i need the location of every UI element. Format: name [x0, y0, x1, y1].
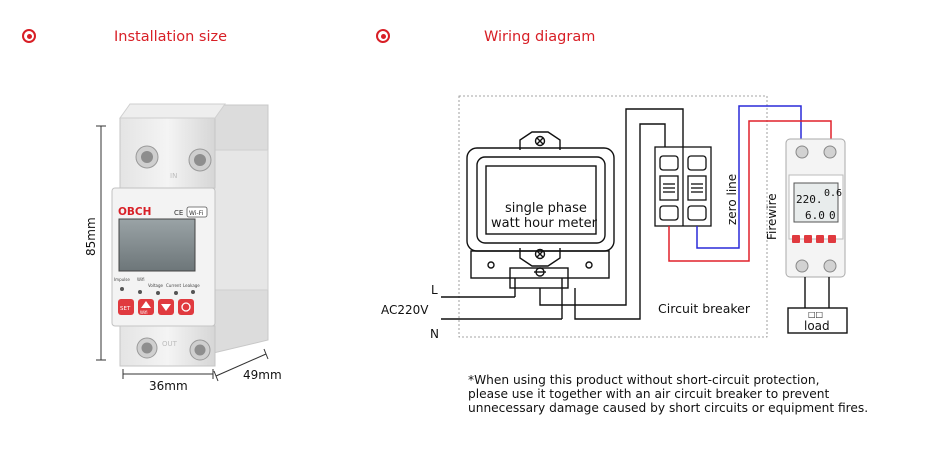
- note-line: *When using this product without short-c…: [468, 373, 820, 387]
- meter-label-line2: watt hour meter: [491, 216, 598, 231]
- zero-line-label: zero line: [725, 174, 739, 225]
- source-label: AC220V: [381, 303, 429, 317]
- safety-note: *When using this product without short-c…: [468, 373, 868, 415]
- power-icon: [181, 302, 191, 312]
- load-label: load: [804, 319, 830, 333]
- ce-mark: CE: [174, 209, 183, 217]
- meter-label-line1: single phase: [505, 201, 587, 216]
- wifi-badge: Wi-Fi: [189, 210, 204, 217]
- circuit-breaker: [654, 146, 712, 227]
- indicator-label: Current: [166, 283, 181, 288]
- set-button: [118, 299, 134, 315]
- watt-hour-meter: [466, 131, 615, 289]
- svg-text:Wifi: Wifi: [140, 310, 148, 315]
- terminal-in-label: IN: [170, 172, 177, 180]
- enclosure-boundary: [458, 95, 768, 338]
- power-button: [178, 299, 194, 315]
- wiring-diagram-title: Wiring diagram: [484, 29, 596, 45]
- mini-energy-meter: 220. 0.6 6.0 0: [785, 138, 846, 278]
- section-bullet-icon: [22, 29, 36, 43]
- mini-display-current: 0.6: [824, 188, 842, 199]
- svg-text:SET: SET: [120, 306, 131, 312]
- mini-display-power: 6.0: [805, 209, 825, 222]
- dimension-lines: [96, 125, 269, 382]
- down-triangle-icon: [161, 304, 171, 311]
- black-wires: [441, 108, 684, 320]
- load-wires: [787, 277, 848, 334]
- line-L-label: L: [431, 283, 438, 297]
- mini-display-leakage: 0: [829, 209, 836, 222]
- note-line: please use it together with an air circu…: [468, 387, 830, 401]
- indicator-label: Impulse: [114, 277, 130, 282]
- height-dimension-label: 85mm: [84, 217, 98, 256]
- section-bullet-icon: [376, 29, 390, 43]
- neutral-N-label: N: [430, 327, 439, 341]
- width-dimension-label: 36mm: [149, 379, 188, 393]
- circuit-breaker-label: Circuit breaker: [658, 301, 751, 316]
- brand-logo: OBCH: [118, 206, 151, 218]
- colored-wires: [668, 105, 832, 262]
- load-symbol-icon: □□: [808, 310, 823, 319]
- terminal-out-label: OUT: [162, 340, 178, 348]
- firewire-label: Firewire: [765, 193, 779, 240]
- load-box: [787, 307, 848, 334]
- mini-display-voltage: 220.: [796, 193, 823, 206]
- note-line: unnecessary damage caused by short circu…: [468, 401, 869, 415]
- up-triangle-icon: [141, 301, 151, 308]
- indicator-label: Voltage: [148, 283, 164, 288]
- indicator-label: Leakage: [183, 283, 200, 288]
- depth-dimension-label: 49mm: [243, 368, 282, 382]
- installation-size-title: Installation size: [114, 29, 228, 45]
- energy-meter-device: IN OBCH CE Wi-Fi Impulse Wifi Voltage Cu…: [111, 103, 269, 367]
- indicator-label: Wifi: [137, 277, 145, 282]
